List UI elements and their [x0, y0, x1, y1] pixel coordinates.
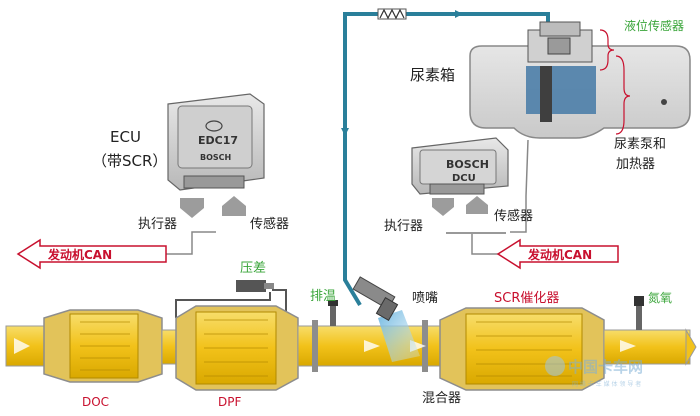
pressure-diff-label: 压差 — [240, 261, 266, 276]
doc-label: DOC — [82, 395, 109, 409]
ecu-title: ECU — [110, 128, 141, 146]
urea-spray — [378, 310, 420, 362]
dcu-brand-label: BOSCH — [446, 158, 489, 171]
nozzle-label: 喷嘴 — [412, 291, 438, 306]
watermark-sub: 网 络 卡 车 媒 体 领 导 者 — [572, 380, 641, 388]
dcu-model-label: DCU — [452, 173, 476, 184]
nozzle-assembly — [352, 276, 399, 321]
urea-tank — [469, 21, 691, 139]
scr-catalyst-label: SCR催化器 — [494, 291, 559, 306]
dcu-io-arrows — [432, 196, 488, 216]
pump-heater-label-1: 尿素泵和 — [614, 137, 666, 152]
ecu-subtitle: （带SCR） — [92, 152, 167, 170]
heater-coil-icon — [377, 8, 407, 20]
urea-tank-label: 尿素箱 — [410, 66, 455, 84]
can-arrow-left — [16, 238, 167, 270]
sensor-right-label: 传感器 — [494, 208, 533, 224]
nitrogen-oxygen-label: 氮氧 — [648, 290, 672, 305]
pump-heater-label-2: 加热器 — [616, 157, 655, 172]
pump-brace — [615, 55, 631, 135]
ecu-unit — [167, 93, 265, 191]
dpf-label: DPF — [218, 395, 241, 409]
dcu-unit — [411, 137, 509, 195]
mixer-label: 混合器 — [422, 391, 461, 406]
watermark-main: 中国卡车网 — [568, 358, 643, 376]
exhaust-temp-sensor — [328, 300, 338, 326]
level-sensor-label: 液位传感器 — [624, 18, 684, 33]
ecu-model-label: EDC17 — [198, 134, 238, 147]
ecu-io-arrows — [180, 196, 246, 218]
sensor-left-label: 传感器 — [250, 216, 289, 232]
pressure-diff-sensor — [175, 280, 287, 318]
exhaust-temp-label: 排温 — [310, 289, 336, 304]
ecu-brand-label: BOSCH — [200, 153, 231, 162]
engine-can-left-label: 发动机CAN — [47, 247, 112, 262]
engine-can-right-label: 发动机CAN — [527, 247, 592, 262]
nox-sensor — [634, 296, 644, 330]
level-sensor-brace — [599, 29, 615, 71]
exhaust-system — [5, 305, 697, 391]
watermark-logo: 中国卡车网 网 络 卡 车 媒 体 领 导 者 — [545, 356, 643, 388]
actuator-right-label: 执行器 — [384, 219, 423, 234]
actuator-left-label: 执行器 — [138, 217, 177, 232]
can-arrow-right — [496, 238, 619, 270]
